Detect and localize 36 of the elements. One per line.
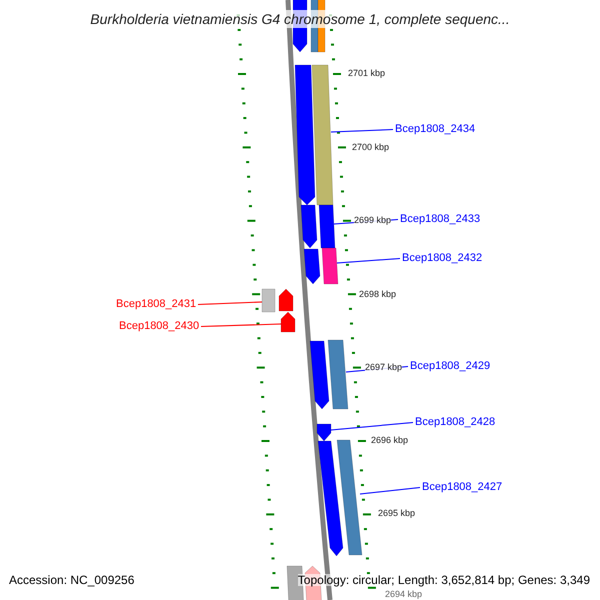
leader-line — [360, 487, 420, 494]
gene-block — [318, 204, 336, 248]
gene-block — [300, 204, 318, 248]
gene-label: Bcep1808_2428 — [415, 417, 496, 428]
gene-block — [312, 64, 334, 206]
gene-block — [328, 340, 348, 410]
leader-line — [330, 422, 414, 430]
gene-block — [316, 424, 332, 442]
gene-label: Bcep1808_2434 — [395, 124, 476, 135]
footer-text: Topology: circular; Length: 3,652,814 bp; Genes: 3,349 — [298, 574, 590, 586]
leader-line — [198, 302, 262, 305]
scale-label: 2696 kbp — [371, 436, 408, 445]
gene-block — [262, 288, 276, 312]
gene-label: Bcep1808_2429 — [410, 361, 490, 372]
scale-label: 2695 kbp — [378, 509, 416, 518]
gene-block — [336, 440, 362, 556]
leader-line — [330, 129, 394, 132]
gene-label: Bcep1808_2427 — [422, 482, 502, 493]
gene-block — [280, 312, 296, 332]
gene-block — [278, 288, 294, 312]
scale-label: 2694 kbp — [385, 590, 422, 599]
scale-label: 2698 kbp — [359, 290, 396, 299]
gene-label: Bcep1808_2430 — [119, 321, 200, 332]
gene-label: Bcep1808_2431 — [116, 299, 196, 310]
scale-label: 2700 kbp — [352, 143, 390, 152]
gene-block — [310, 340, 330, 410]
scale-label: 2701 kbp — [348, 69, 386, 78]
gene-block — [304, 248, 320, 284]
scale-label: 2697 kbp — [365, 363, 402, 372]
footer-text: Accession: NC_009256 — [9, 574, 134, 586]
leader-line — [200, 324, 282, 327]
gene-block — [322, 248, 338, 284]
leader-line — [336, 258, 400, 264]
scale-label: 2699 kbp — [354, 216, 392, 225]
gene-label: Bcep1808_2433 — [400, 214, 480, 225]
gene-label: Bcep1808_2432 — [402, 253, 482, 264]
